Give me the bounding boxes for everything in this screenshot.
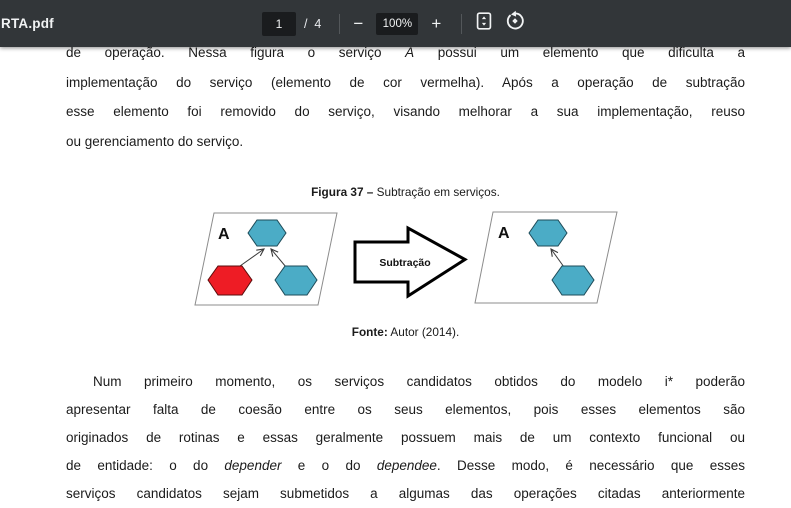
- fit-to-page-icon: [473, 10, 495, 37]
- document-title: RTA.pdf: [1, 16, 54, 31]
- zoom-level-badge: 100%: [376, 12, 419, 35]
- rotate-counterclockwise-icon: [504, 10, 526, 37]
- hexagon-element-top-right: [528, 219, 568, 247]
- paragraph-1: de operação. Nessa figura o serviço A po…: [66, 38, 745, 156]
- pdf-toolbar: RTA.pdf / 4 − 100% +: [0, 0, 791, 47]
- service-label-left: A: [218, 226, 230, 243]
- dependency-line: [239, 248, 266, 267]
- minus-icon: −: [353, 14, 364, 33]
- dependency-line: [270, 248, 287, 268]
- text-line: Num primeiro momento, os serviços candid…: [93, 374, 745, 389]
- dependency-line: [550, 248, 565, 268]
- hexagon-element-top-left: [247, 219, 287, 247]
- text-line: esse elemento foi removido do serviço, v…: [66, 104, 745, 119]
- zoom-in-button[interactable]: +: [423, 11, 449, 37]
- text-line: de operação. Nessa figura o serviço A po…: [66, 45, 746, 60]
- text-line: apresentar falta de coesão entre os seus…: [66, 402, 745, 417]
- figure-caption: Figura 37 – Subtração em serviços.: [311, 185, 500, 199]
- toolbar-divider: [339, 13, 341, 34]
- page-number-input[interactable]: [262, 11, 296, 36]
- text-line: ou gerenciamento do serviço.: [66, 133, 244, 149]
- page-count-label: / 4: [304, 16, 322, 31]
- hexagon-element-bottom-right: [551, 265, 595, 296]
- source-caption: Fonte: Autor (2014).: [351, 325, 460, 339]
- subtraction-arrow: [353, 225, 468, 299]
- hexagon-element-bottom-left: [274, 265, 318, 296]
- figure-diagram: A Subtração A: [185, 206, 631, 313]
- hexagon-element-red: [207, 265, 253, 296]
- text-line: implementação do serviço (elemento de co…: [66, 74, 745, 90]
- rotate-button[interactable]: [502, 10, 528, 37]
- zoom-out-button[interactable]: −: [345, 11, 371, 37]
- text-line: serviços candidatos sejam submetidos a a…: [66, 486, 745, 501]
- toolbar-controls: / 4 − 100% +: [262, 0, 528, 47]
- toolbar-divider: [461, 13, 463, 34]
- service-label-right: A: [498, 225, 510, 242]
- subtraction-arrow-label: Subtração: [379, 257, 430, 269]
- plus-icon: +: [431, 14, 442, 33]
- text-line: originados de rotinas e essas geralmente…: [66, 430, 745, 445]
- paragraph-2: Num primeiro momento, os serviços candid…: [66, 368, 745, 508]
- fit-page-button[interactable]: [471, 11, 497, 37]
- text-line: de entidade: o do depender e o do depend…: [66, 458, 745, 473]
